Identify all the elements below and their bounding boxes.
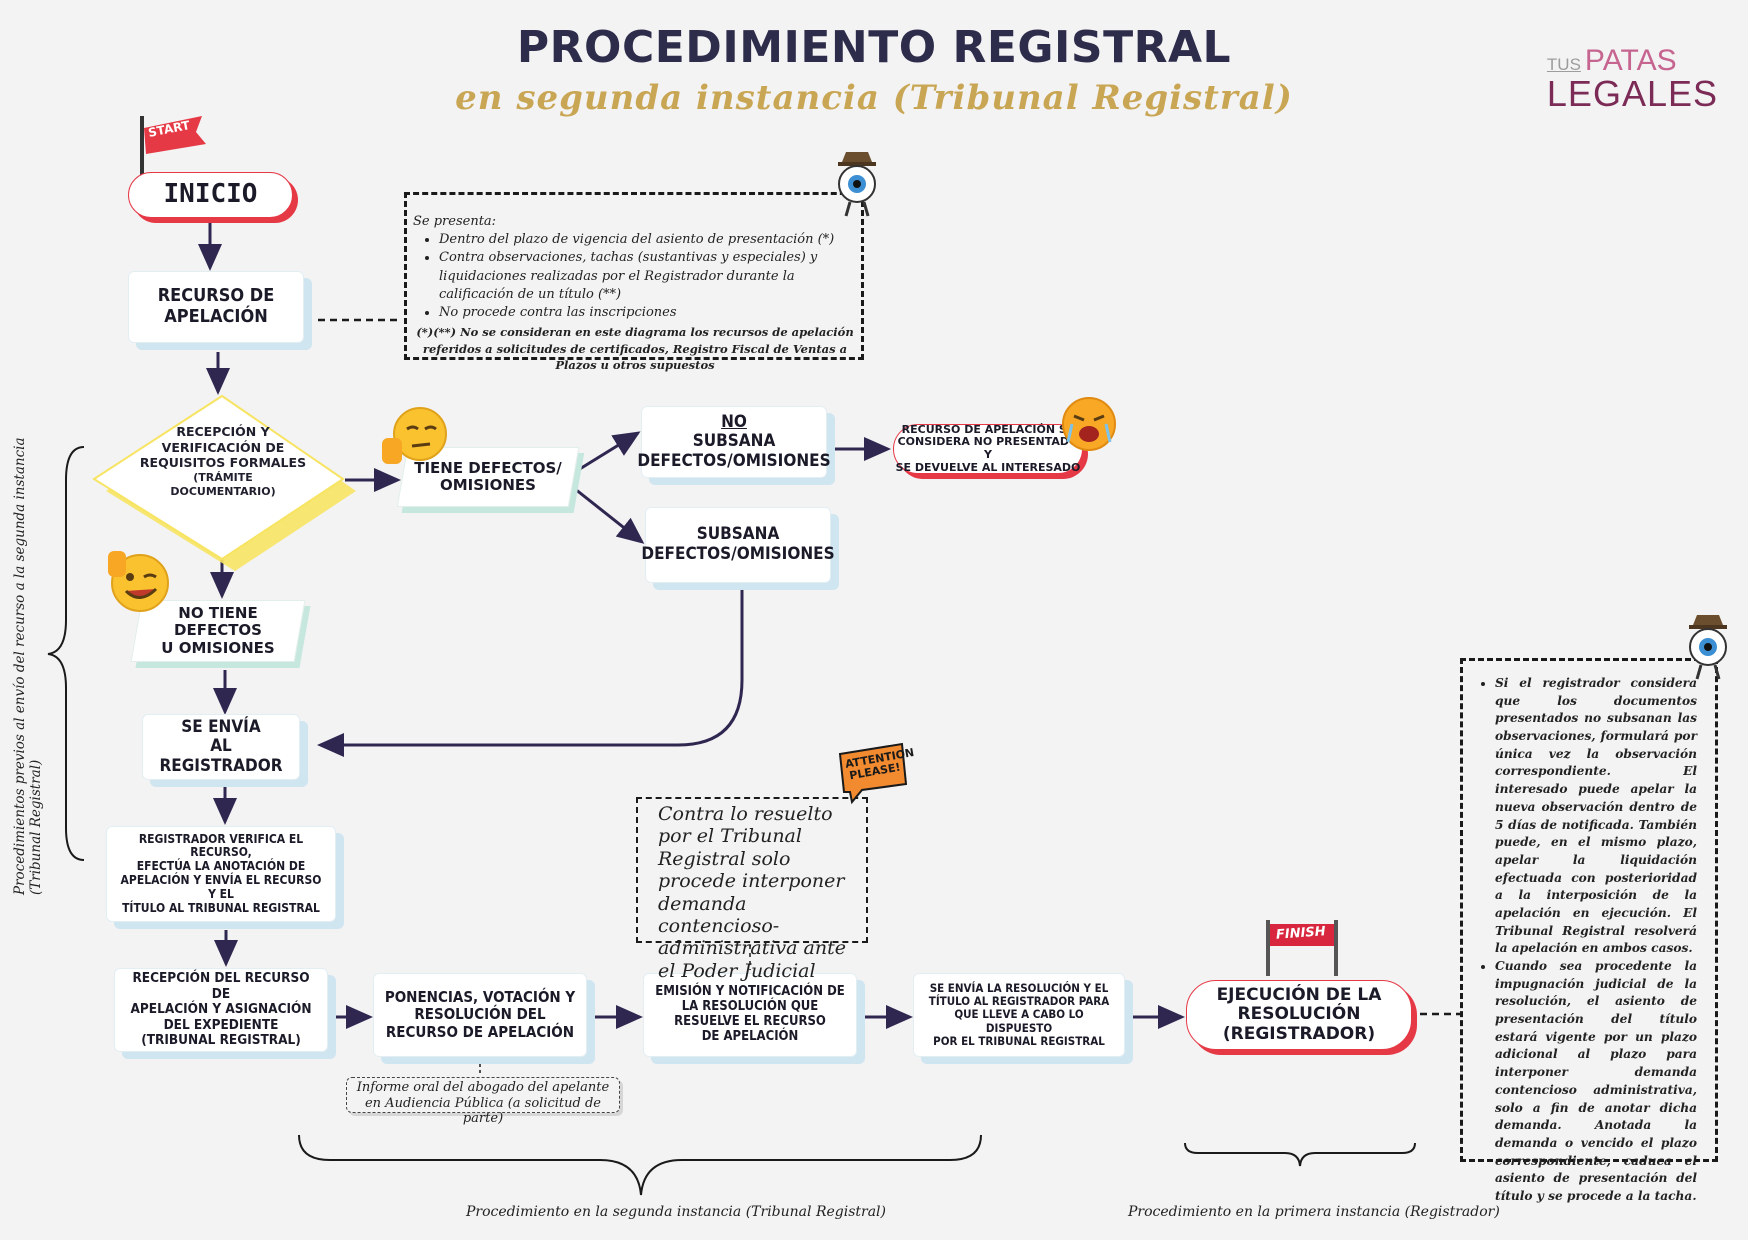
bottom-brace-second — [298, 1134, 982, 1196]
ponencias-line2: RESOLUCIÓN DEL — [414, 1005, 546, 1024]
presenta-footnote: (*)(**) No se consideran en este diagram… — [416, 325, 854, 373]
thumbs-up-wink-emoji-icon — [104, 545, 174, 619]
no-tiene-line2: U OMISIONES — [161, 638, 275, 657]
diamond-shape — [92, 394, 356, 571]
attention-please-sign-icon: ATTENTION PLEASE! — [832, 740, 915, 814]
presenta-list-item: Dentro del plazo de vigencia del asiento… — [439, 231, 857, 249]
ponencias-line3: RECURSO DE APELACIÓN — [385, 1022, 575, 1041]
registrador-list-item: Cuando sea procedente la impugnación jud… — [1495, 958, 1697, 1206]
contencioso-note: Contra lo resuelto por el Tribunal Regis… — [636, 797, 868, 982]
page-title: PROCEDIMIENTO REGISTRAL — [516, 22, 1232, 73]
emision-line1: EMISIÓN Y NOTIFICACIÓN DE — [655, 984, 845, 1000]
informe-oral-note: Informe oral del abogado del apelante en… — [346, 1077, 620, 1126]
recepcion-line2: VERIFICACIÓN DE — [161, 439, 285, 455]
detective-eye-mascot-icon — [832, 148, 882, 222]
asigna-line2: APELACIÓN Y ASIGNACIÓN — [130, 1001, 312, 1018]
bottom-brace-first — [1184, 1142, 1416, 1167]
envia-res-line1: SE ENVÍA LA RESOLUCIÓN Y EL — [929, 980, 1109, 995]
no-subsana-line1: SUBSANA — [692, 431, 776, 452]
angry-crying-emoji-icon — [1058, 394, 1120, 458]
tiene-defectos-node: TIENE DEFECTOS/OMISIONES — [396, 447, 580, 507]
recurso-line2: APELACIÓN — [164, 306, 268, 327]
recepcion-line3: REQUISITOS FORMALES — [139, 455, 307, 471]
arrow-subsana-envia — [317, 588, 744, 757]
no-tiene-line1: NO TIENE DEFECTOS — [174, 604, 262, 640]
finish-banner-icon: FINISH — [1262, 918, 1344, 980]
recepcion-verificacion-node: RECEPCIÓN Y VERIFICACIÓN DE REQUISITOS F… — [116, 424, 330, 498]
caption-primera-instancia: Procedimiento en la primera instancia (R… — [1128, 1204, 1500, 1220]
inicio-label: INICIO — [163, 179, 258, 210]
detective-eye-mascot-icon-2 — [1683, 611, 1733, 685]
no-presentado-line1: RECURSO DE APELACIÓN SE — [901, 422, 1075, 436]
page-subtitle: en segunda instancia (Tribunal Registral… — [455, 78, 1293, 118]
asigna-line1: RECEPCIÓN DEL RECURSO DE — [132, 970, 310, 1002]
recepcion-line1: RECEPCIÓN Y — [176, 424, 270, 439]
caption-segunda-instancia: Procedimiento en la segunda instancia (T… — [466, 1204, 886, 1220]
start-flag-icon: START — [130, 108, 210, 207]
logo-tus: TUS — [1546, 55, 1581, 74]
verifica-line3: APELACIÓN Y ENVÍA EL RECURSO Y EL — [120, 873, 322, 901]
envia-res-line4: POR EL TRIBUNAL REGISTRAL — [933, 1033, 1105, 1048]
suspicious-thumbs-down-emoji-icon — [380, 404, 450, 474]
envia-line2: AL REGISTRADOR — [159, 736, 283, 776]
no-subsana-line2: DEFECTOS/OMISIONES — [637, 450, 831, 471]
asigna-line3: DEL EXPEDIENTE — [163, 1016, 279, 1033]
envia-res-line3: QUE LLEVE A CABO LO DISPUESTO — [954, 1007, 1084, 1035]
recurso-line1: RECURSO DE — [157, 285, 275, 307]
logo-patas: PATAS — [1584, 44, 1677, 77]
registrador-note: Si el registrador considera que los docu… — [1460, 658, 1718, 1203]
verifica-line4: TÍTULO AL TRIBUNAL REGISTRAL — [122, 900, 320, 915]
left-brace — [47, 446, 85, 861]
ejecucion-line3: (REGISTRADOR) — [1222, 1023, 1376, 1044]
inicio-node: INICIO — [128, 172, 293, 218]
envia-line1: SE ENVÍA — [181, 716, 261, 737]
asigna-line4: (TRIBUNAL REGISTRAL) — [141, 1032, 301, 1049]
presenta-list: Dentro del plazo de vigencia del asiento… — [413, 231, 857, 322]
presenta-list-item: No procede contra las inscripciones — [439, 304, 857, 322]
no-presentado-line2: CONSIDERA NO PRESENTADO Y — [897, 435, 1079, 461]
registrador-list-item: Si el registrador considera que los docu… — [1495, 675, 1697, 958]
subsana-line2: DEFECTOS/OMISIONES — [641, 544, 835, 564]
tiene-line1: TIENE DEFECTOS/ — [414, 458, 562, 477]
ponencias-line1: PONENCIAS, VOTACIÓN Y — [384, 988, 576, 1007]
no-subsana-no: NO — [721, 411, 747, 432]
subsana-line1: SUBSANA — [696, 524, 780, 545]
presenta-title: Se presenta: — [413, 214, 497, 229]
arrow-tiene-subsana — [569, 483, 645, 544]
verifica-line2: EFECTÚA LA ANOTACIÓN DE — [136, 859, 306, 874]
emision-line4: DE APELACIÓN — [701, 1028, 799, 1044]
registrador-list: Si el registrador considera que los docu… — [1469, 675, 1697, 1206]
ejecucion-line1: EJECUCIÓN DE LA — [1216, 984, 1382, 1005]
envia-res-line2: TÍTULO AL REGISTRADOR PARA — [928, 994, 1110, 1009]
emision-line3: RESUELVE EL RECURSO — [674, 1014, 826, 1029]
no-presentado-line3: SE DEVUELVE AL INTERESADO — [895, 460, 1081, 474]
recepcion-line4: (TRÁMITE — [193, 470, 253, 484]
caption-previos: Procedimientos previos al envío del recu… — [12, 437, 44, 895]
verifica-line1: REGISTRADOR VERIFICA EL RECURSO, — [138, 831, 304, 860]
tiene-line2: OMISIONES — [439, 476, 536, 494]
presenta-note: Se presenta: Dentro del plazo de vigenci… — [404, 192, 864, 372]
presenta-list-item: Contra observaciones, tachas (sustantiva… — [439, 249, 857, 304]
arrow-tiene-nosubsana — [569, 431, 641, 477]
registrador-verifica-node: REGISTRADOR VERIFICA EL RECURSO,EFECTÚA … — [106, 826, 336, 922]
ejecucion-line2: RESOLUCIÓN — [1237, 1004, 1361, 1025]
logo-legales: LEGALES — [1546, 73, 1718, 114]
emision-line2: LA RESOLUCIÓN QUE — [681, 999, 819, 1015]
recepcion-line5: DOCUMENTARIO) — [170, 484, 276, 498]
